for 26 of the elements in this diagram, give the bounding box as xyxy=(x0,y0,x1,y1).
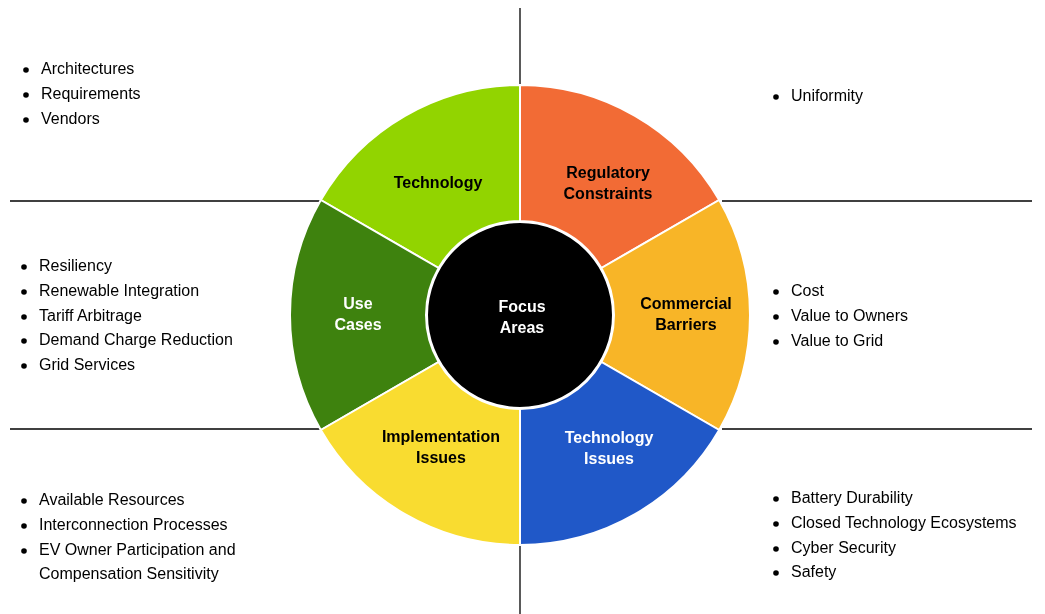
list-item: Battery Durability xyxy=(791,489,913,506)
list-item: Uniformity xyxy=(791,87,863,104)
list-item: Grid Services xyxy=(39,356,136,374)
list-item: Architectures xyxy=(41,60,135,77)
list-item: Safety xyxy=(791,563,837,581)
list-item: Renewable Integration xyxy=(39,281,200,299)
list-item: Vendors xyxy=(41,109,100,127)
list-item: Demand Charge Reduction xyxy=(39,331,233,349)
segment-label: Implementation Issues xyxy=(380,427,502,468)
list-item: Available Resources xyxy=(39,491,185,508)
list-item: Tariff Arbitrage xyxy=(39,306,142,324)
list-item: Value to Grid xyxy=(791,331,884,349)
list-item: Interconnection Processes xyxy=(39,515,228,533)
list-item: Cyber Security xyxy=(791,538,896,556)
list-item: Cost xyxy=(791,282,824,299)
segment-label: Regulatory Constraints xyxy=(562,163,654,204)
list-item: Requirements xyxy=(41,84,141,102)
list-item: Closed Technology Ecosystems xyxy=(791,513,1017,531)
list-item: Resiliency xyxy=(39,257,112,274)
list-item: Value to Owners xyxy=(791,306,909,324)
segment-label: Technology Issues xyxy=(563,428,655,469)
list-item: EV Owner Participation and Compensation Sensitivity xyxy=(39,540,236,583)
segment-label: Use Cases xyxy=(333,294,383,335)
segment-label: Commercial Barriers xyxy=(639,294,733,335)
center-label: Focus Areas xyxy=(497,297,547,338)
segment-label: Technology xyxy=(392,172,484,193)
